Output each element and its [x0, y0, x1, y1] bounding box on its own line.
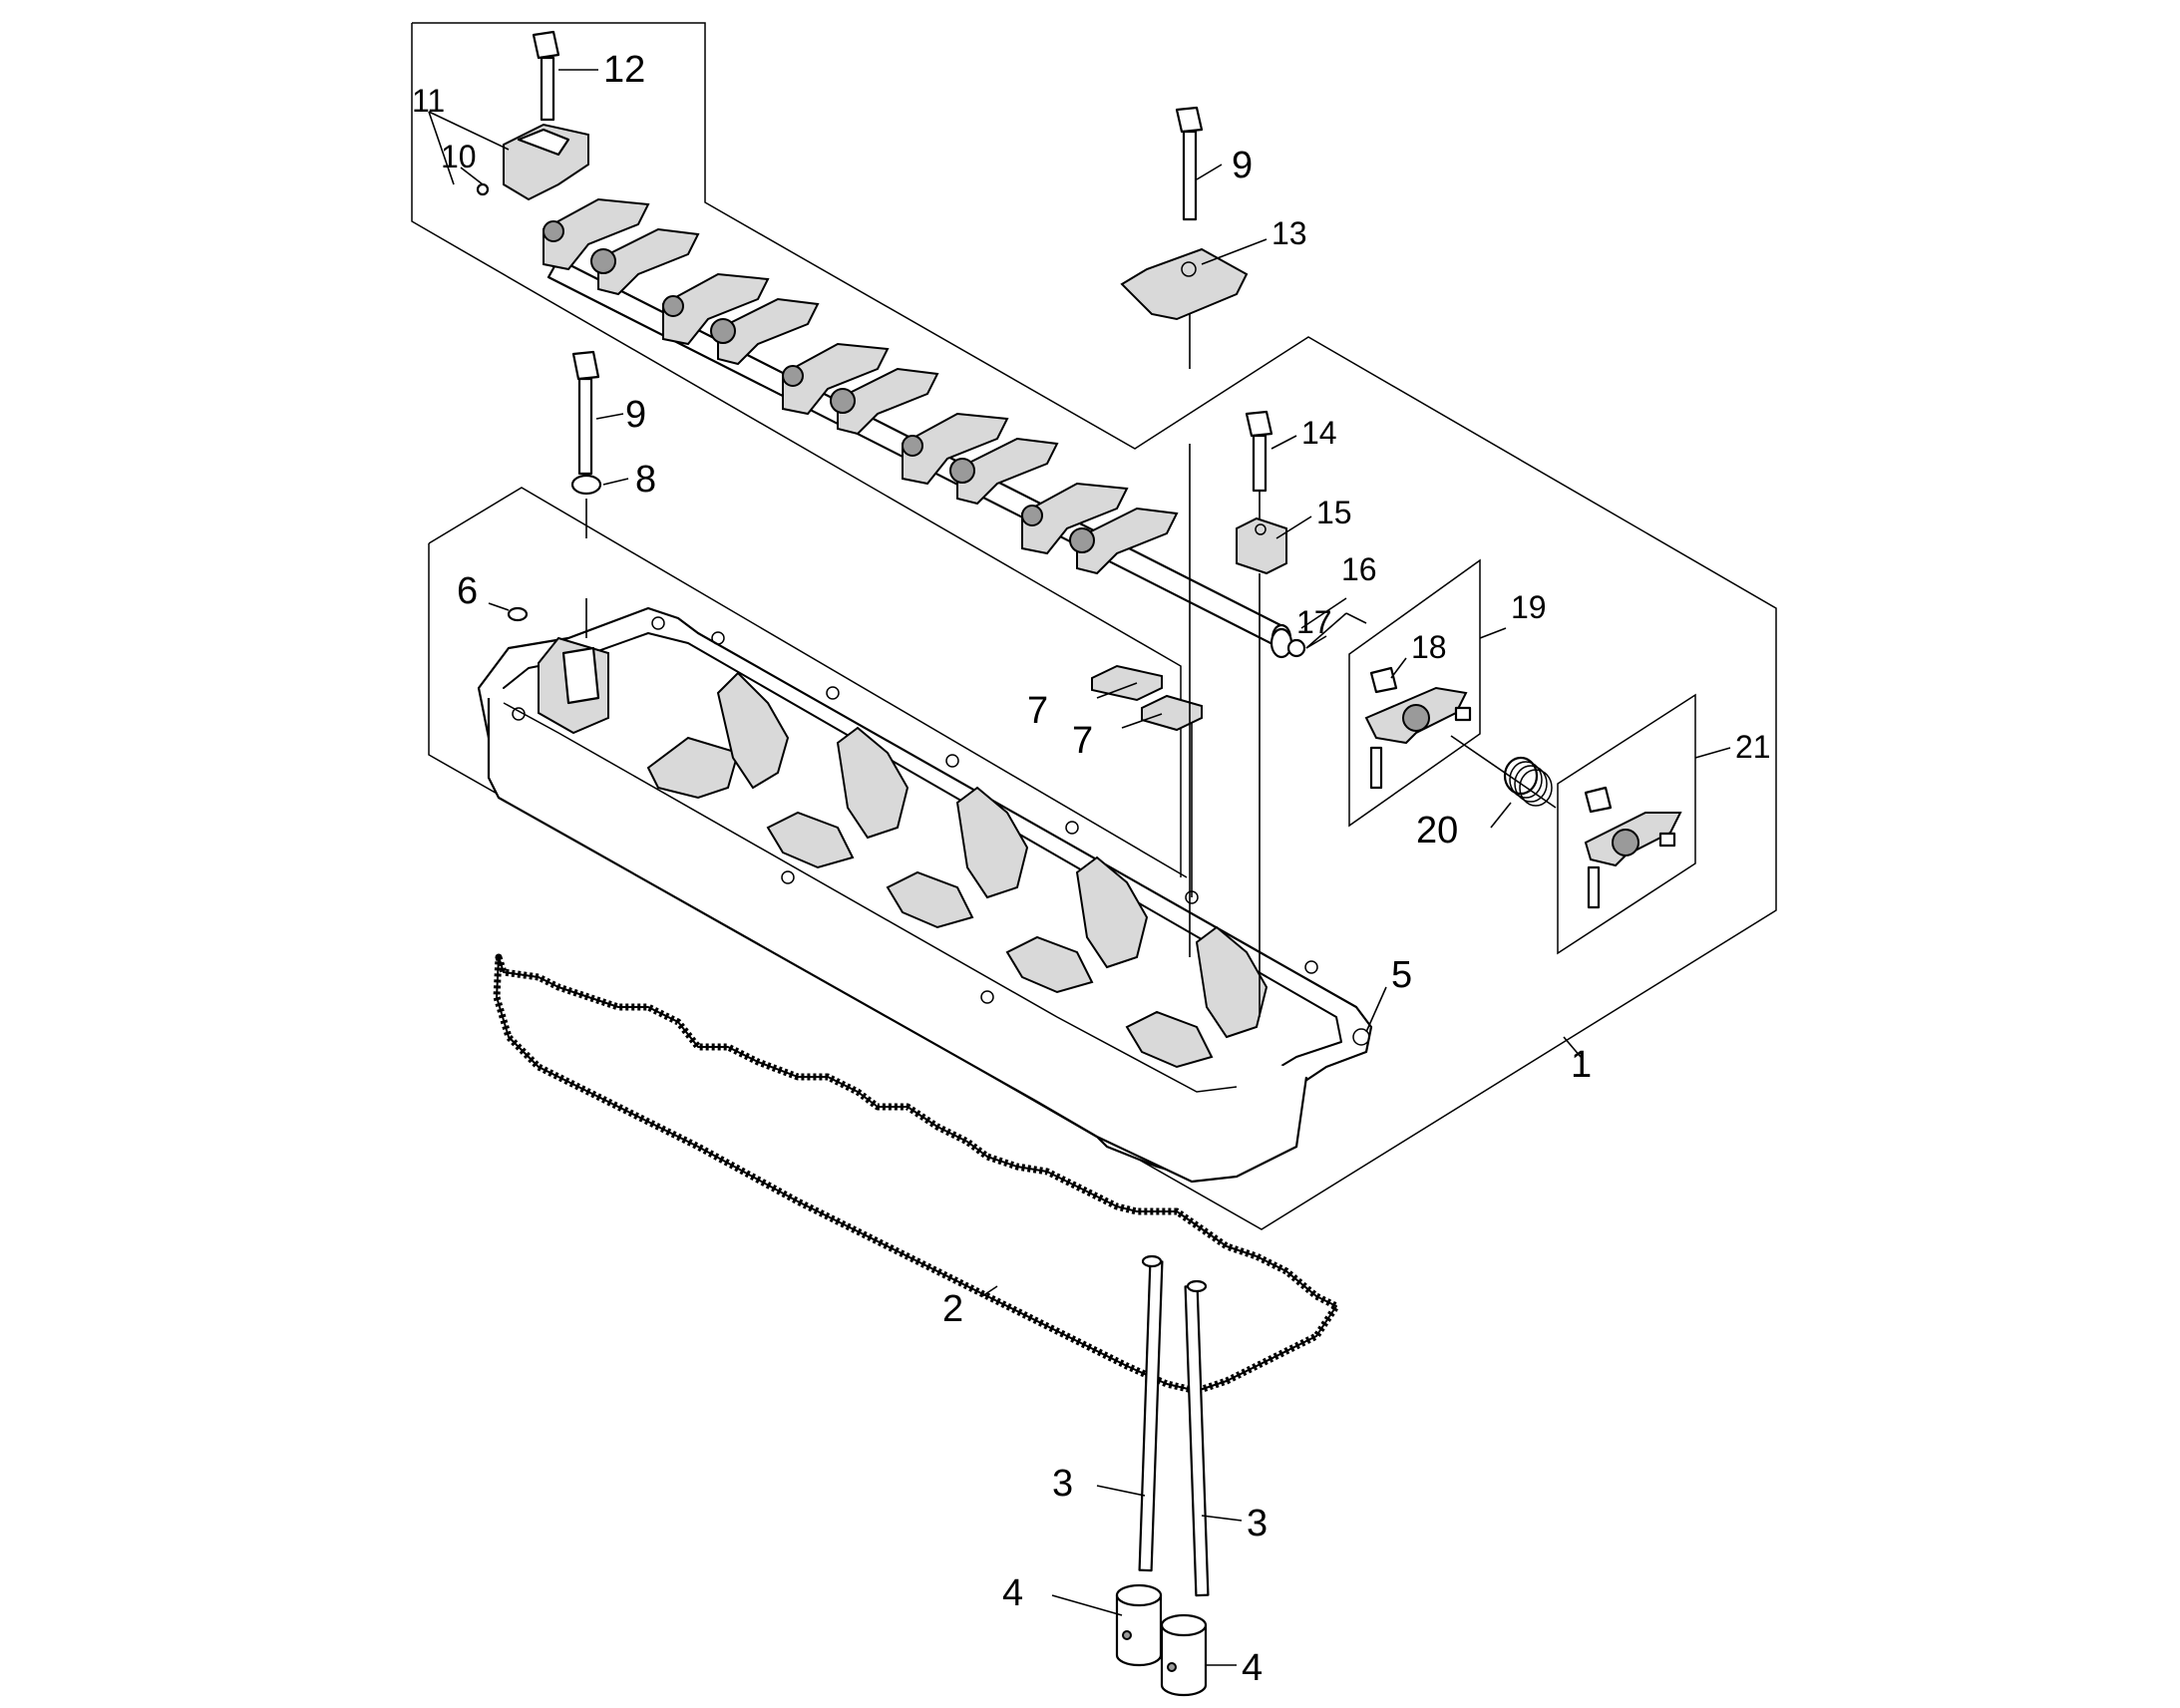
- bolt-9-upper: [1175, 106, 1204, 221]
- callout-10: 10: [441, 139, 477, 174]
- spring-20: [1503, 756, 1553, 807]
- cover-bolt-holes: [512, 616, 1370, 1046]
- callout-9-left: 9: [625, 394, 646, 436]
- callout-18: 18: [1411, 629, 1447, 665]
- seal-ring-6: [507, 606, 529, 622]
- callout-6: 6: [457, 570, 478, 612]
- callout-17: 17: [1296, 604, 1332, 640]
- rocker-arm-pair-1: [543, 197, 700, 296]
- callout-15: 15: [1316, 495, 1352, 530]
- callout-21: 21: [1735, 729, 1771, 765]
- rocker-arm-21: [1584, 786, 1682, 909]
- rocker-shaft-assembly: [543, 197, 1292, 653]
- push-rod-3-right: [1184, 1279, 1210, 1597]
- rocker-arm-frame-19: [1348, 558, 1481, 828]
- callout-3-right: 3: [1247, 1503, 1268, 1544]
- rocker-arm-19: [1364, 666, 1472, 790]
- rocker-arm-pair-4: [902, 412, 1059, 506]
- rocker-arm-support: [503, 123, 589, 201]
- callout-leaders: [428, 69, 1731, 1666]
- callout-11: 11: [412, 83, 445, 119]
- bolt-14: [1245, 410, 1273, 493]
- callout-5: 5: [1391, 954, 1412, 996]
- rocker-arm-frame-21: [1557, 693, 1696, 955]
- callout-2: 2: [942, 1288, 963, 1330]
- callout-12: 12: [603, 49, 645, 91]
- support-bolt-12: [532, 30, 560, 122]
- callout-1: 1: [1571, 1044, 1592, 1086]
- cover-group-frame: [428, 487, 1188, 878]
- washer-8: [570, 474, 602, 496]
- rocker-arm-pair-5: [1021, 482, 1179, 575]
- plug-10: [476, 182, 490, 196]
- callout-16: 16: [1341, 551, 1377, 587]
- cover-internal-baffles: [538, 636, 1269, 1069]
- push-rod-3-left: [1138, 1254, 1164, 1572]
- clamp-13: [1120, 247, 1249, 321]
- alignment-lines: [585, 314, 1557, 1017]
- callout-13: 13: [1272, 215, 1307, 251]
- callout-14: 14: [1301, 415, 1337, 451]
- tappet-4-left: [1115, 1583, 1163, 1667]
- callout-labels: 1 2 3 3 4 4 5 6 7 7 8 9 9 10 11 12 13 14…: [412, 49, 1771, 1689]
- callout-3-left: 3: [1052, 1463, 1073, 1505]
- callout-20: 20: [1416, 810, 1458, 852]
- rocker-shaft-group-frame-left: [411, 23, 1182, 877]
- callout-7-upper: 7: [1027, 690, 1048, 732]
- callout-4-left: 4: [1002, 1572, 1023, 1614]
- insert-7b: [1141, 694, 1203, 732]
- insert-7a: [1091, 664, 1163, 702]
- rocker-arm-pair-2: [662, 272, 820, 366]
- plug-16: [1270, 627, 1293, 659]
- callout-4-right: 4: [1242, 1647, 1263, 1689]
- valve-cover-housing: [477, 606, 1373, 1184]
- callout-7-lower: 7: [1072, 720, 1093, 762]
- plug-17: [1286, 638, 1306, 658]
- cover-gasket: [493, 953, 1340, 1395]
- callout-19: 19: [1511, 589, 1547, 625]
- callout-8: 8: [635, 459, 656, 501]
- bolt-9-left: [571, 350, 600, 476]
- callout-9-upper: 9: [1232, 145, 1253, 186]
- spacer-block-15: [1236, 516, 1287, 575]
- rocker-arm-pair-3: [782, 342, 939, 436]
- tappet-4-right: [1160, 1613, 1208, 1697]
